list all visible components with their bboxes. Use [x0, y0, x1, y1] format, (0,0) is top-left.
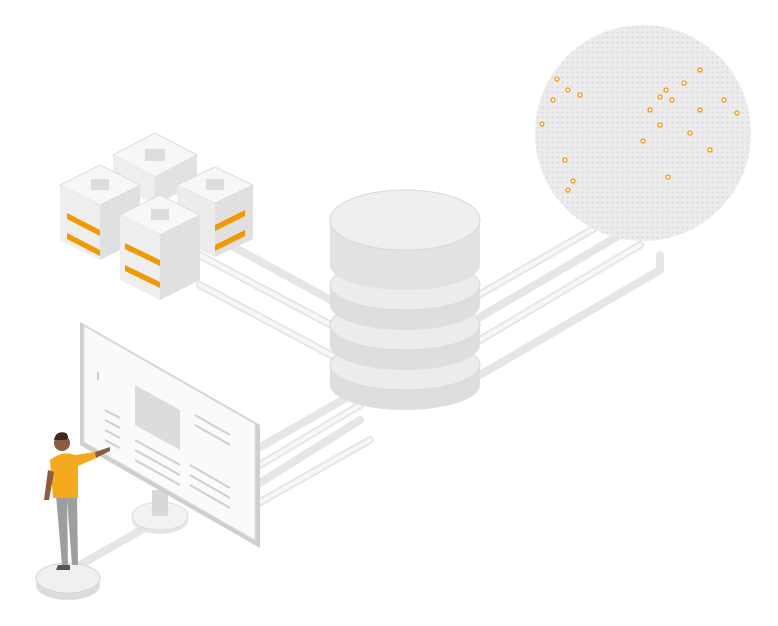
monitor	[80, 322, 260, 548]
screen-text-lines	[97, 372, 231, 509]
globe	[535, 25, 751, 241]
server-unit	[111, 132, 199, 205]
person	[35, 432, 110, 600]
globe-markers	[539, 67, 740, 193]
connection-pipes	[76, 221, 664, 569]
server-cluster	[58, 132, 255, 300]
database-stack	[329, 189, 481, 410]
server-unit	[118, 194, 202, 300]
database-disk	[329, 189, 481, 290]
